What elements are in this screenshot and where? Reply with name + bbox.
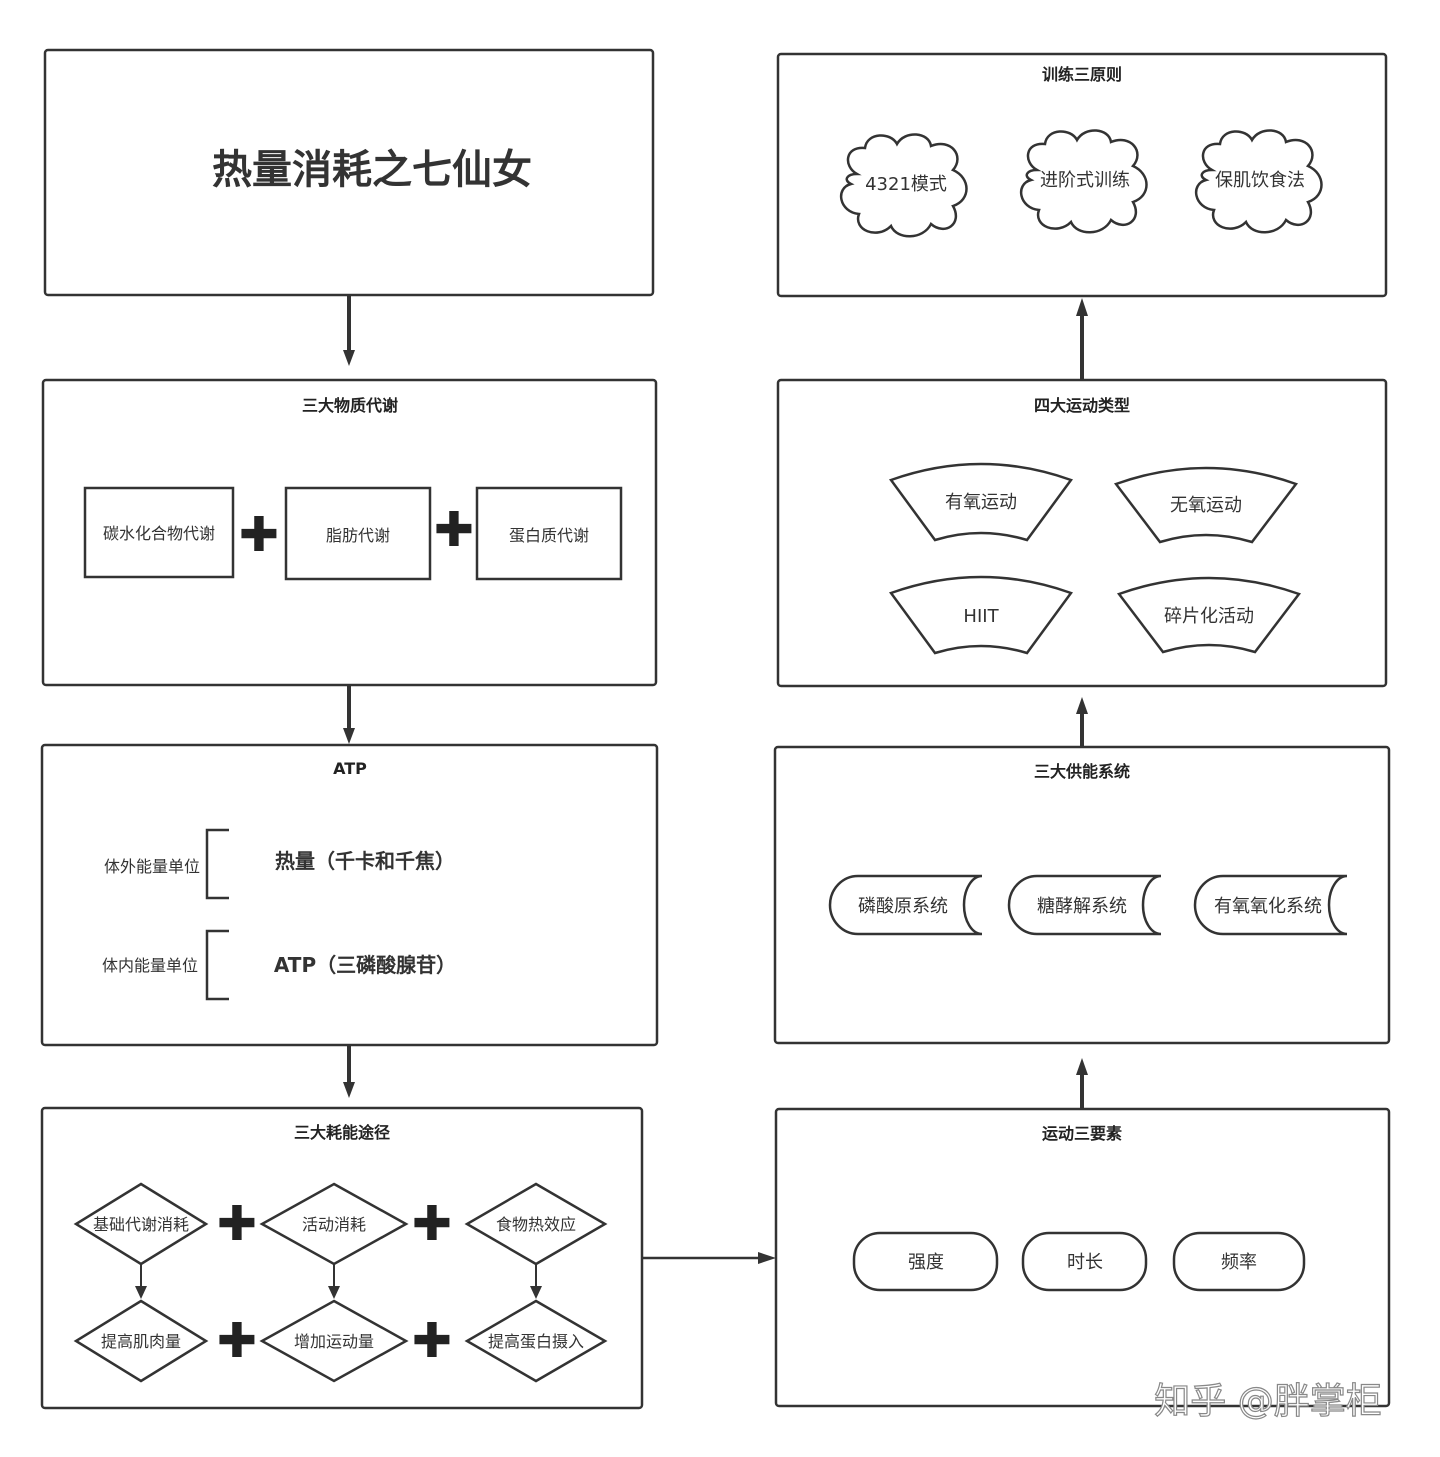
substance-box-2: [284, 486, 432, 581]
substance-box-3: [475, 486, 623, 581]
plus-icon: ✚: [217, 1313, 257, 1369]
cloud-shape-1: [839, 133, 968, 238]
element-label-1: 强度: [908, 1252, 944, 1273]
cloud-shape-2: [1019, 129, 1148, 234]
energy-systems-title: 三大供能系统: [1034, 762, 1130, 781]
consumption-top-label-2: 活动消耗: [302, 1215, 366, 1234]
up-arrow-icon: [1076, 1058, 1088, 1075]
plus-icon: ✚: [239, 507, 279, 563]
main-title: 热量消耗之七仙女: [212, 147, 532, 193]
stored-data-shape-2: [1007, 874, 1162, 936]
plus-icon: ✚: [217, 1196, 257, 1252]
fan-shape-3: [888, 575, 1074, 655]
consumption-diamond-5: [259, 1299, 409, 1383]
fan-shape-2: [1113, 466, 1299, 544]
energy-system-label-1: 磷酸原系统: [858, 896, 948, 917]
connectors: [343, 296, 1088, 1264]
energy-systems-panel: 三大供能系统 磷酸原系统 糖酵解系统 有氧氧化系统: [773, 745, 1391, 1045]
elements-panel: 运动三要素 强度 时长 频率: [774, 1107, 1391, 1408]
exercise-type-label-2: 无氧运动: [1170, 495, 1242, 516]
fan-shape-1: [888, 462, 1074, 542]
consumption-bottom-label-1: 提高肌肉量: [101, 1332, 181, 1351]
exercise-type-label-4: 碎片化活动: [1164, 606, 1254, 627]
consumption-bottom-label-3: 提高蛋白摄入: [488, 1332, 584, 1351]
principle-label-1: 4321模式: [865, 174, 947, 195]
main-title-panel: 热量消耗之七仙女: [43, 48, 655, 297]
stored-data-shape-1: [828, 874, 983, 936]
down-arrow-icon: [135, 1286, 147, 1299]
principles-title: 训练三原则: [1042, 65, 1122, 84]
substance-label-2: 脂肪代谢: [326, 526, 390, 545]
plus-icon: ✚: [434, 502, 474, 558]
substances-panel: 三大物质代谢 碳水化合物代谢 ✚ 脂肪代谢 ✚ 蛋白质代谢: [41, 378, 658, 687]
element-pill-2: [1021, 1231, 1148, 1292]
consumption-diamond-4: [73, 1299, 209, 1383]
substance-box-1: [83, 486, 235, 579]
element-label-2: 时长: [1067, 1252, 1103, 1273]
element-pill-3: [1172, 1231, 1306, 1292]
consumption-bottom-label-2: 增加运动量: [294, 1332, 374, 1351]
principle-label-2: 进阶式训练: [1040, 170, 1130, 191]
cloud-shape-3: [1194, 129, 1323, 234]
outer-bracket: [205, 828, 229, 900]
stored-data-shape-3: [1193, 874, 1348, 936]
consumption-diamond-6: [464, 1299, 608, 1383]
exercise-type-label-1: 有氧运动: [945, 492, 1017, 513]
principles-panel: 训练三原则 4321模式 进阶式训练 保肌饮食法: [776, 52, 1388, 298]
plus-icon: ✚: [412, 1313, 452, 1369]
down-arrow-icon: [343, 350, 355, 366]
atp-panel: ATP 体外能量单位 热量（千卡和千焦） 体内能量单位 ATP（三磷酸腺苷）: [40, 743, 659, 1047]
down-arrow-icon: [530, 1286, 542, 1299]
element-pill-1: [852, 1231, 999, 1292]
principle-label-3: 保肌饮食法: [1215, 170, 1305, 191]
atp-title: ATP: [333, 759, 367, 778]
elements-title: 运动三要素: [1042, 1124, 1122, 1143]
up-arrow-icon: [1076, 298, 1088, 316]
inner-unit-value: ATP（三磷酸腺苷）: [274, 953, 456, 977]
outer-unit-label: 体外能量单位: [104, 857, 200, 876]
energy-system-label-3: 有氧氧化系统: [1214, 896, 1322, 917]
watermark: 知乎 @胖掌柜: [1154, 1381, 1381, 1422]
consumption-title: 三大耗能途径: [294, 1123, 390, 1142]
exercise-type-label-3: HIIT: [963, 606, 999, 627]
substance-label-1: 碳水化合物代谢: [103, 524, 215, 543]
inner-unit-label: 体内能量单位: [102, 956, 198, 975]
element-label-3: 频率: [1221, 1252, 1257, 1273]
exercise-types-panel: 四大运动类型 有氧运动 无氧运动 HIIT 碎片化活动: [776, 378, 1388, 688]
consumption-panel: 三大耗能途径 基础代谢消耗 ✚ 活动消耗 ✚ 食物热效应 提高肌肉量 ✚ 增加运…: [40, 1106, 644, 1410]
consumption-top-label-3: 食物热效应: [496, 1215, 576, 1234]
down-arrow-icon: [343, 1082, 355, 1098]
up-arrow-icon: [1076, 697, 1088, 714]
down-arrow-icon: [328, 1286, 340, 1299]
substance-label-3: 蛋白质代谢: [509, 526, 589, 545]
plus-icon: ✚: [412, 1196, 452, 1252]
fan-shape-4: [1116, 576, 1302, 654]
inner-bracket: [205, 929, 229, 1001]
energy-system-label-2: 糖酵解系统: [1037, 896, 1127, 917]
consumption-top-label-1: 基础代谢消耗: [93, 1215, 189, 1234]
substances-title: 三大物质代谢: [302, 396, 398, 415]
outer-unit-value: 热量（千卡和千焦）: [275, 849, 455, 873]
right-arrow-icon: [758, 1252, 776, 1264]
exercise-types-title: 四大运动类型: [1034, 396, 1130, 415]
down-arrow-icon: [343, 728, 355, 744]
